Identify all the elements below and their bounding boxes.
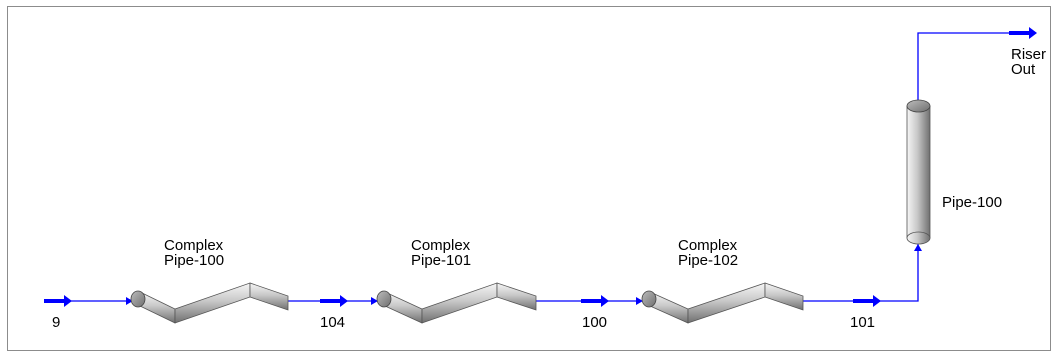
- unit-label-line2: Pipe-101: [411, 252, 471, 269]
- unit-label-line1: Complex: [678, 237, 738, 254]
- complex-pipe-icon: [376, 282, 537, 324]
- stream-label-riser-out-line1: Riser: [1011, 46, 1046, 63]
- complex-pipe-101[interactable]: Complex Pipe-101: [376, 237, 537, 324]
- stream-label-101: 101: [850, 314, 875, 331]
- unit-label-line1: Complex: [164, 237, 224, 254]
- stream-arrow-icon[interactable]: [1009, 27, 1037, 39]
- diagram-frame: [7, 6, 1051, 351]
- stream-arrow-icon[interactable]: [44, 295, 72, 307]
- vertical-pipe-icon: [906, 99, 931, 245]
- stream-label-9: 9: [52, 314, 60, 331]
- arrowhead-icon: [636, 297, 643, 305]
- stream-line-riser-out[interactable]: [917, 32, 1031, 106]
- complex-pipe-100[interactable]: Complex Pipe-100: [130, 237, 289, 324]
- stream-arrows: [44, 27, 1037, 307]
- unit-label-line1: Complex: [411, 237, 471, 254]
- arrowhead-icon: [914, 244, 922, 251]
- stream-label-riser-out-line2: Out: [1011, 61, 1036, 78]
- pipe-100[interactable]: Pipe-100: [906, 99, 1002, 245]
- complex-pipe-102[interactable]: Complex Pipe-102: [641, 237, 804, 324]
- complex-pipe-icon: [130, 282, 289, 324]
- unit-label: Pipe-100: [942, 194, 1002, 211]
- stream-line-101[interactable]: [803, 244, 919, 302]
- inlet-arrowheads: [126, 244, 922, 305]
- unit-label-line2: Pipe-100: [164, 252, 224, 269]
- stream-label-100: 100: [582, 314, 607, 331]
- stream-lines: [44, 32, 1031, 302]
- stream-arrow-icon[interactable]: [581, 295, 609, 307]
- stream-arrow-icon[interactable]: [853, 295, 881, 307]
- arrowhead-icon: [126, 297, 133, 305]
- complex-pipe-icon: [641, 282, 804, 324]
- arrowhead-icon: [371, 297, 378, 305]
- stream-arrow-icon[interactable]: [320, 295, 348, 307]
- stream-label-104: 104: [320, 314, 345, 331]
- unit-label-line2: Pipe-102: [678, 252, 738, 269]
